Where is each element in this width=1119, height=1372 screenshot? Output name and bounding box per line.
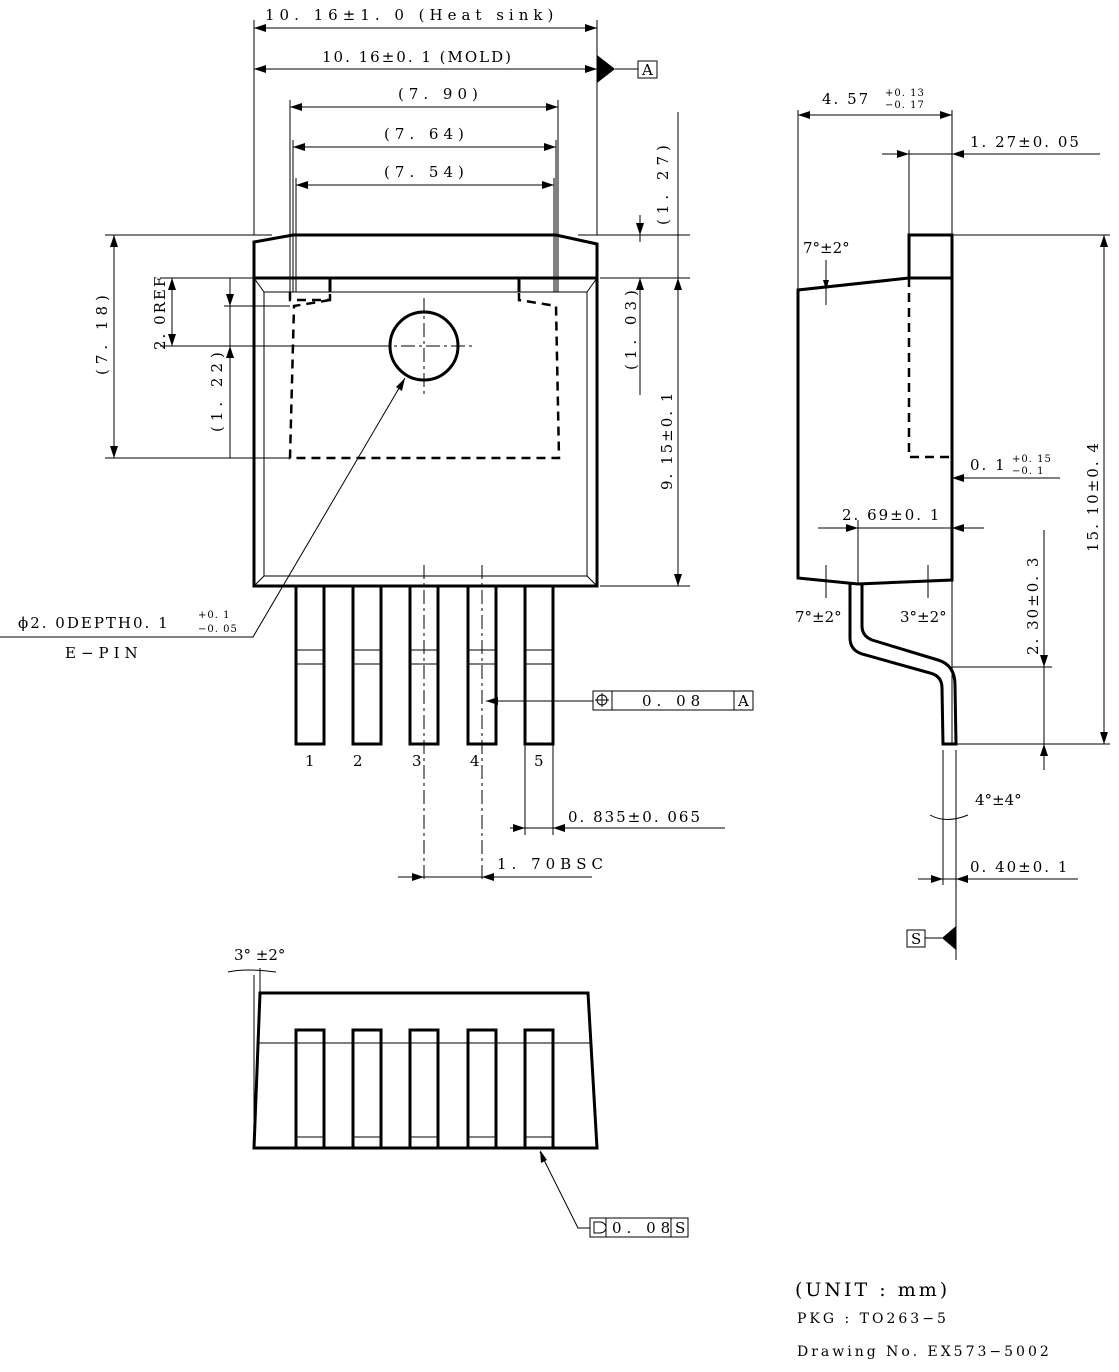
standoff-tol-minus: −0. 1 (1012, 466, 1044, 477)
dim-7-54: (7. 54) (384, 163, 469, 181)
dim-1-27: (1. 27) (654, 140, 672, 225)
tab-thickness-dim: 1. 27±0. 05 (970, 133, 1081, 151)
dim-1-03: (1. 03) (622, 285, 640, 370)
pin-3-label: 3 (412, 752, 422, 770)
pin-4-label: 4 (470, 752, 480, 770)
pin-1-label: 1 (305, 752, 315, 770)
ejector-pin-dim: ϕ2. 0DEPTH0. 1 (18, 614, 170, 632)
title-block: (UNIT : mm) PKG : TO263−5 Drawing No. EX… (795, 1279, 1052, 1360)
front-leads (294, 565, 555, 880)
dim-7-90: (7. 90) (398, 85, 483, 103)
pin-2-label: 2 (353, 752, 363, 770)
bottom-leads (294, 1028, 555, 1150)
angle-bottom-left-dim: 7°±2° (795, 608, 842, 626)
datum-a-box: A (641, 61, 653, 79)
position-tolerance-datum: A (737, 692, 749, 710)
side-view: 4. 57 +0. 13 −0. 17 1. 27±0. 05 7°±2° 0.… (795, 88, 1110, 960)
position-tolerance-value: 0. 08 (642, 692, 705, 710)
dim-7-18: (7. 18) (93, 290, 111, 375)
front-view: 1 2 3 4 5 10. 16±1. 0 (Heat sink) 10. 16… (0, 6, 754, 881)
dim-7-64: (7. 64) (384, 125, 469, 143)
total-height-dim: 15. 10±0. 4 (1084, 441, 1102, 552)
flatness-datum: S (675, 1219, 685, 1237)
lead-width-dim: 0. 835±0. 065 (568, 808, 702, 826)
side-thickness-tol-plus: +0. 13 (885, 88, 925, 99)
lead-length-dim: 2. 30±0. 3 (1024, 556, 1042, 655)
drawing-number: Drawing No. EX573−5002 (797, 1344, 1052, 1360)
heat-sink-width-dim: 10. 16±1. 0 (Heat sink) (265, 6, 558, 24)
side-thickness-dim: 4. 57 (822, 90, 870, 108)
datum-s-box: S (911, 930, 921, 948)
standoff-dim: 0. 1 (970, 456, 1007, 474)
flatness-value: 0. 08 (612, 1219, 675, 1237)
draft-angle-dim: 3° ±2° (234, 946, 285, 964)
ejector-tol-minus: −0. 05 (198, 624, 238, 635)
angle-top-dim: 7°±2° (803, 239, 850, 257)
body-to-lead-dim: 2. 69±0. 1 (842, 506, 941, 524)
ejector-pin-label: E−PIN (65, 644, 143, 662)
standoff-tol-plus: +0. 15 (1012, 454, 1052, 465)
bottom-view: 3° ±2° 0. 08 S (227, 946, 689, 1238)
dim-9-15: 9. 15±0. 1 (658, 391, 676, 490)
lead-thickness-dim: 0. 40±0. 1 (970, 858, 1069, 876)
mold-width-dim: 10. 16±0. 1 (MOLD) (322, 48, 513, 66)
angle-bottom-right-dim: 3°±2° (900, 608, 947, 626)
unit-label: (UNIT : mm) (795, 1279, 950, 1301)
pin-5-label: 5 (534, 752, 544, 770)
pitch-dim: 1. 70BSC (497, 855, 608, 873)
ejector-tol-plus: +0. 1 (198, 610, 230, 621)
package-label: PKG : TO263−5 (797, 1311, 949, 1327)
side-thickness-tol-minus: −0. 17 (885, 100, 925, 111)
dim-1-22: (1. 22) (208, 347, 226, 432)
lead-angle-dim: 4°±4° (975, 791, 1022, 809)
dim-2-0ref: 2. 0REF (151, 275, 169, 350)
